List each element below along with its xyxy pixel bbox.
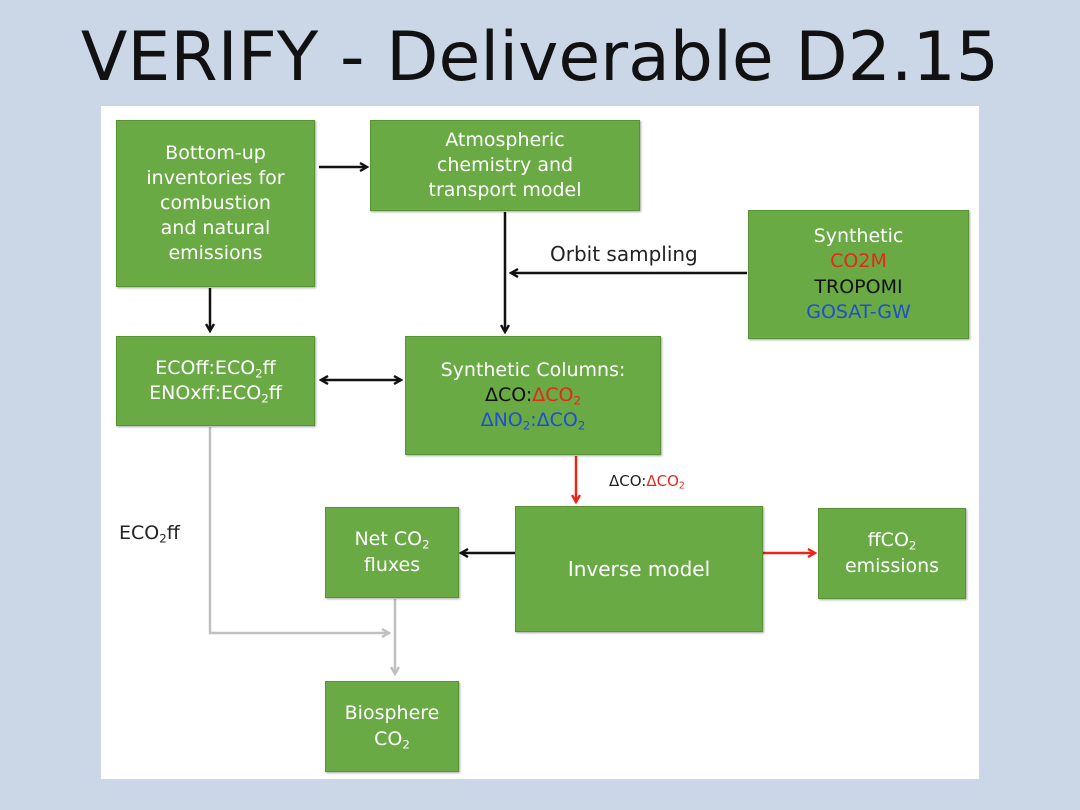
bottom-up-line-5: emissions <box>168 242 263 265</box>
box-bottom-up-inventories: Bottom-up inventories for combustion and… <box>116 120 315 287</box>
eco2ff-label: ECO2ff <box>119 522 180 546</box>
atmos-line-3: transport model <box>428 179 582 202</box>
biosphere-line-1: Biosphere <box>344 702 440 725</box>
synthetic-line: Synthetic <box>813 225 904 248</box>
netco2-line-1: Net CO2 <box>354 528 430 552</box>
atmos-line-2: chemistry and <box>436 153 574 176</box>
atmos-line-1: Atmospheric <box>445 128 565 151</box>
biosphere-line-2: CO2 <box>374 727 410 751</box>
gosat-gw-label: GOSAT-GW <box>806 300 911 323</box>
co2m-label: CO2M <box>830 250 887 273</box>
ffco2-line-2: emissions <box>844 554 940 577</box>
ffco2-line-1: ffCO2 <box>867 529 917 553</box>
box-ffco2-emissions: ffCO2 emissions <box>818 508 966 599</box>
dco-ratio-label: ΔCO:ΔCO2 <box>609 472 685 492</box>
box-synthetic-columns: Synthetic Columns: ΔCO:ΔCO2 ΔNO2:ΔCO2 <box>405 336 661 455</box>
box-synthetic-satellites: Synthetic CO2M TROPOMI GOSAT-GW <box>748 210 969 339</box>
box-net-co2-fluxes: Net CO2 fluxes <box>325 507 459 598</box>
box-emission-ratios: ECOff:ECO2ff ENOxff:ECO2ff <box>116 336 315 426</box>
box-biosphere-co2: Biosphere CO2 <box>325 681 459 772</box>
arrows-layer <box>101 106 979 779</box>
columns-header: Synthetic Columns: <box>440 358 626 381</box>
diagram-panel: Bottom-up inventories for combustion and… <box>101 106 979 779</box>
page-title: VERIFY - Deliverable D2.15 <box>80 18 1000 97</box>
bottom-up-line-3: combustion <box>160 191 271 214</box>
tropomi-label: TROPOMI <box>814 275 903 298</box>
bottom-up-line-1: Bottom-up <box>165 141 266 164</box>
netco2-line-2: fluxes <box>363 553 421 576</box>
orbit-sampling-label: Orbit sampling <box>550 242 698 266</box>
inverse-model-label: Inverse model <box>567 556 711 581</box>
columns-line-3: ΔNO2:ΔCO2 <box>480 409 586 433</box>
columns-line-2: ΔCO:ΔCO2 <box>484 383 582 408</box>
bottom-up-line-4: and natural <box>160 217 271 240</box>
arrow-eco2ff-gray <box>208 427 389 633</box>
ratio-line-2: ENOxff:ECO2ff <box>149 382 282 406</box>
box-atmospheric-model: Atmospheric chemistry and transport mode… <box>370 120 640 211</box>
ratio-line-1: ECOff:ECO2ff <box>155 356 276 381</box>
box-inverse-model: Inverse model <box>515 506 763 632</box>
bottom-up-line-2: inventories for <box>146 166 285 189</box>
